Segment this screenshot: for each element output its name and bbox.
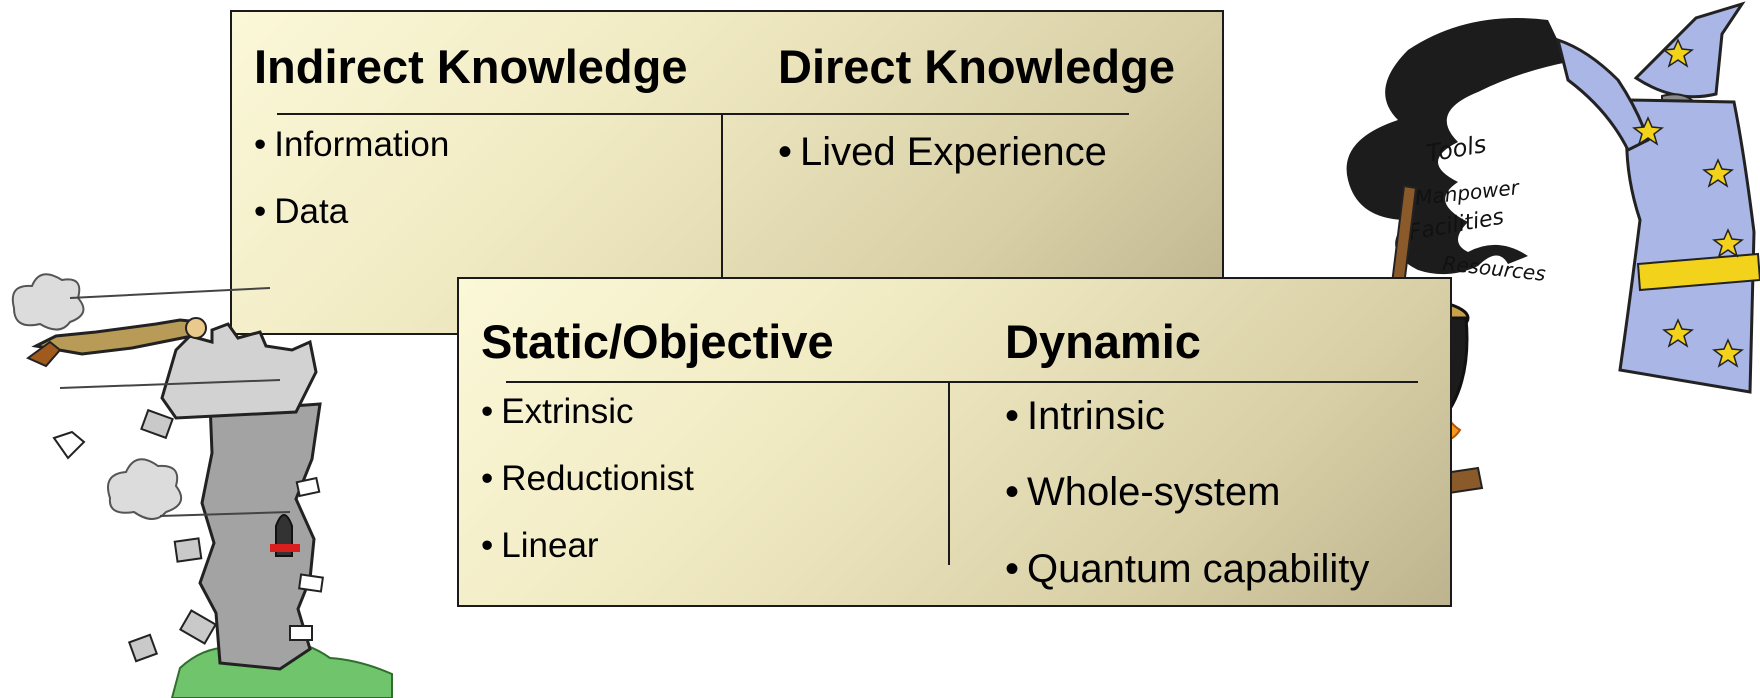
- list-item: •Lived Experience: [778, 130, 1107, 174]
- list-item: •Reductionist: [481, 459, 694, 498]
- list-item: •Extrinsic: [481, 392, 634, 431]
- dust-cloud-icon: [11, 273, 85, 331]
- dynamic-header: Dynamic: [1005, 315, 1201, 368]
- list-item: •Quantum capability: [1005, 547, 1370, 591]
- modes-panel: Static/Objective Dynamic •Extrinsic •Red…: [457, 277, 1452, 607]
- direct-knowledge-header: Direct Knowledge: [778, 40, 1175, 93]
- indirect-knowledge-header: Indirect Knowledge: [254, 40, 688, 93]
- list-item: •Information: [254, 125, 450, 164]
- static-objective-header: Static/Objective: [481, 315, 834, 368]
- star-icon: [1632, 38, 1744, 368]
- knowledge-divider-vertical: [721, 113, 723, 335]
- modes-divider-horizontal: [506, 381, 1418, 383]
- list-item: •Data: [254, 192, 349, 231]
- battlement-icon: [160, 322, 318, 420]
- list-item: •Intrinsic: [1005, 394, 1165, 438]
- knowledge-divider-horizontal: [277, 113, 1129, 115]
- list-item: •Linear: [481, 526, 599, 565]
- modes-divider-vertical: [948, 383, 950, 565]
- list-item: •Whole-system: [1005, 470, 1281, 514]
- crumbling-tower-illustration: [0, 268, 400, 698]
- dust-cloud-icon: [107, 458, 183, 520]
- wind-lines-icon: [59, 287, 291, 517]
- smoke-word: Resources: [1441, 251, 1546, 286]
- window-sill-icon: [270, 544, 300, 552]
